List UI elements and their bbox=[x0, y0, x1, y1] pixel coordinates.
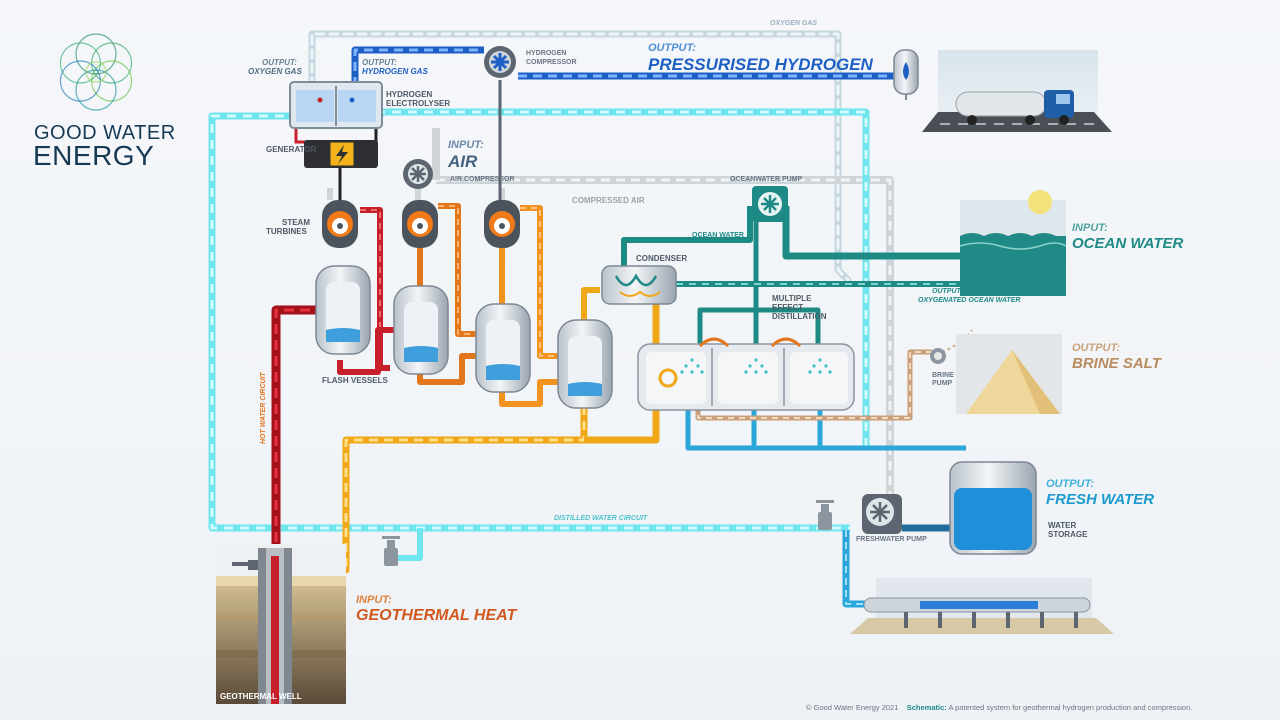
freshwater-pump-label: FRESHWATER PUMP bbox=[856, 536, 927, 543]
hydrogen-compressor-label-1: HYDROGEN bbox=[526, 50, 567, 57]
oceanwater-pump-label: OCEANWATER PUMP bbox=[730, 176, 803, 183]
steam-turbine-2 bbox=[402, 200, 438, 248]
ocean-water-scene bbox=[959, 190, 1067, 296]
generator-label: GENERATOR bbox=[266, 145, 317, 154]
footer-schematic-text: A patented system for geothermal hydroge… bbox=[948, 703, 1193, 712]
input-geothermal-heat-key: INPUT: bbox=[356, 594, 392, 606]
flash-vessel-orange-pipes bbox=[417, 203, 562, 407]
footer-caption: © Good Water Energy 2021 Schematic: A pa… bbox=[806, 703, 1192, 712]
input-air-key: INPUT: bbox=[448, 139, 484, 151]
compressed-air-pipe bbox=[327, 128, 894, 498]
med-label-2: EFFECT bbox=[772, 303, 804, 312]
distilled-water-circuit-label: DISTILLED WATER CIRCUIT bbox=[554, 515, 648, 522]
hydrogen-tanker-truck-scene bbox=[922, 50, 1112, 132]
steam-turbines bbox=[322, 200, 520, 248]
geothermal-well-scene bbox=[216, 544, 346, 704]
ocean-water-line-label: OCEAN WATER bbox=[692, 232, 744, 239]
flash-vessels-label: FLASH VESSELS bbox=[322, 376, 388, 385]
steam-turbine-3 bbox=[484, 200, 520, 248]
output-hydrogen-gas-key: OUTPUT: bbox=[362, 58, 397, 67]
output-pressurised-hydrogen-key: OUTPUT: bbox=[648, 42, 697, 54]
hydrogen-electrolyser bbox=[289, 81, 383, 129]
condenser-label: CONDENSER bbox=[636, 254, 688, 263]
output-oxygenated-key: OUTPUT bbox=[932, 288, 961, 295]
electrolyser-label-2: ELECTROLYSER bbox=[386, 99, 451, 108]
output-oxygenated-value: OXYGENATED OCEAN WATER bbox=[918, 297, 1021, 304]
oxygen-gas-line-label: OXYGEN GAS bbox=[770, 20, 818, 27]
flash-vessel-1 bbox=[315, 265, 371, 355]
output-brine-salt-value: BRINE SALT bbox=[1072, 355, 1161, 372]
condenser bbox=[601, 265, 677, 305]
valve-distilled bbox=[382, 536, 400, 566]
med-label-1: MULTIPLE bbox=[772, 294, 812, 303]
input-air-value: AIR bbox=[448, 152, 478, 171]
output-hydrogen-gas-value: HYDROGEN GAS bbox=[362, 67, 428, 76]
green-spiral-flower-icon bbox=[59, 33, 133, 111]
output-oxygen-gas-key: OUTPUT: bbox=[262, 58, 297, 67]
flash-vessels bbox=[315, 265, 613, 409]
hydrogen-compressor bbox=[484, 46, 516, 78]
footer-schematic-label: Schematic: bbox=[906, 703, 947, 712]
brine-pump-label-1: BRINE bbox=[932, 372, 954, 379]
multiple-effect-distillation-unit bbox=[637, 337, 855, 411]
hydrogen-compressor-label-2: COMPRESSOR bbox=[526, 59, 577, 66]
water-storage-label-1: WATER bbox=[1048, 521, 1077, 530]
output-fresh-water-key: OUTPUT: bbox=[1046, 478, 1095, 490]
brine-pump-label-2: PUMP bbox=[932, 380, 953, 387]
output-pressurised-hydrogen-value: PRESSURISED HYDROGEN bbox=[648, 55, 873, 74]
geothermal-well-label: GEOTHERMAL WELL bbox=[220, 692, 302, 701]
valve-freshwater bbox=[816, 500, 834, 530]
freshwater-pump bbox=[862, 494, 902, 534]
footer-copyright: © Good Water Energy 2021 bbox=[806, 703, 899, 712]
ocean-water-pipes bbox=[621, 206, 960, 346]
flash-vessel-3 bbox=[475, 303, 531, 393]
fresh-water-pipeline-scene bbox=[850, 578, 1114, 634]
brand-name-line2: ENERGY bbox=[33, 140, 155, 171]
electrolyser-label-1: HYDROGEN bbox=[386, 90, 433, 99]
lightning-bolt-icon bbox=[336, 145, 348, 164]
air-compressor-label: AIR COMPRESSOR bbox=[450, 176, 515, 183]
input-ocean-water-value: OCEAN WATER bbox=[1072, 235, 1184, 252]
hot-water-circuit-label: HOT WATER CIRCUIT bbox=[260, 372, 267, 444]
brine-salt-scene bbox=[956, 334, 1062, 414]
output-oxygen-gas-value: OXYGEN GAS bbox=[248, 67, 302, 76]
input-ocean-water-key: INPUT: bbox=[1072, 222, 1108, 234]
compressed-air-label: COMPRESSED AIR bbox=[572, 196, 645, 205]
valves bbox=[300, 500, 834, 578]
med-label-3: DISTILLATION bbox=[772, 312, 827, 321]
oceanwater-pump bbox=[752, 186, 788, 222]
flash-vessel-4 bbox=[557, 319, 613, 409]
hydrogen-gas-pipe bbox=[351, 46, 896, 220]
water-storage-label-2: STORAGE bbox=[1048, 530, 1088, 539]
output-brine-salt-key: OUTPUT: bbox=[1072, 342, 1121, 354]
steam-turbines-label-2: TURBINES bbox=[266, 227, 307, 236]
output-fresh-water-value: FRESH WATER bbox=[1046, 491, 1155, 508]
input-geothermal-heat-value: GEOTHERMAL HEAT bbox=[356, 607, 517, 624]
brine-pump bbox=[930, 348, 946, 364]
steam-turbines-label-1: STEAM bbox=[282, 218, 310, 227]
water-storage-tank bbox=[949, 461, 1037, 555]
brand-name-line1: GOOD WATER bbox=[34, 122, 176, 144]
oxygen-gas-pipe bbox=[308, 30, 852, 284]
air-compressor bbox=[403, 159, 433, 189]
generator bbox=[304, 140, 378, 168]
hydrogen-storage-tank bbox=[893, 49, 919, 100]
flash-vessel-2 bbox=[393, 285, 449, 375]
steam-turbine-1 bbox=[322, 200, 358, 248]
